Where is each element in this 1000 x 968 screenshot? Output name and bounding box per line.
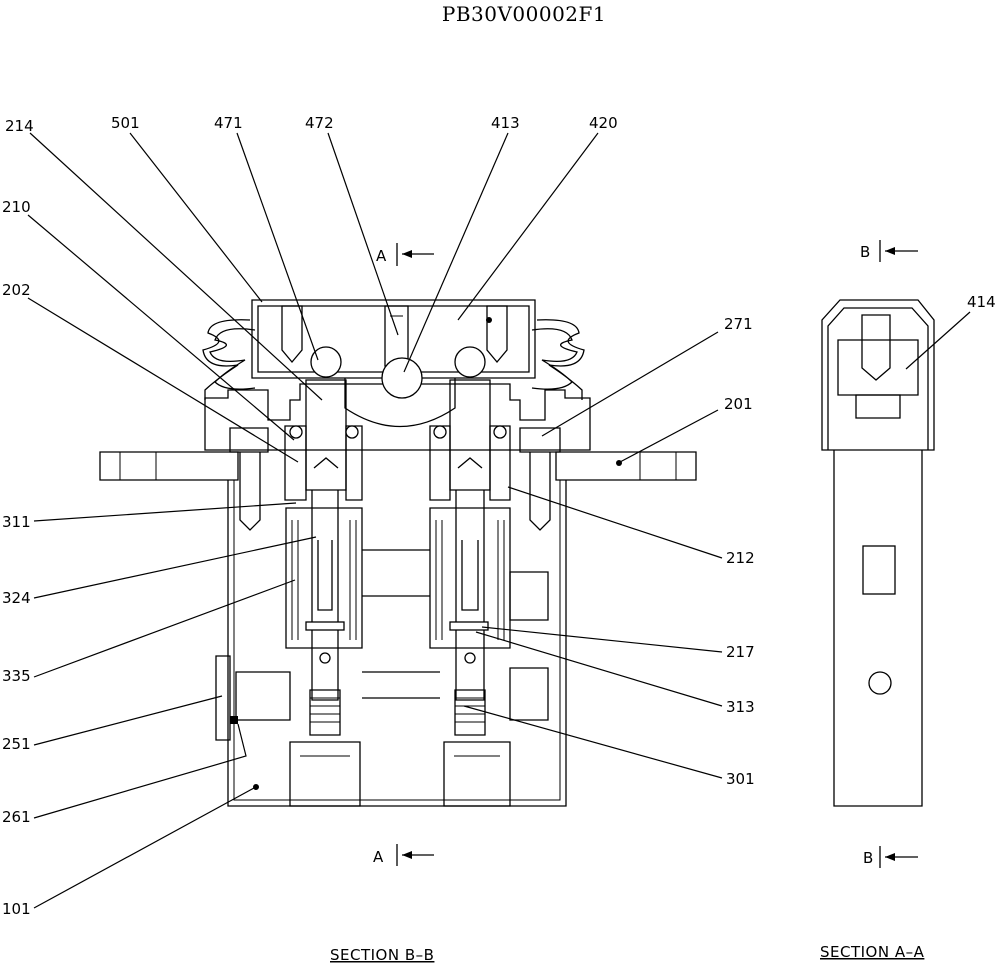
callout-324: 324 xyxy=(2,589,31,607)
callout-251: 251 xyxy=(2,735,31,753)
pusher-left xyxy=(305,379,347,491)
cut-marker-b-bottom: B xyxy=(863,846,918,868)
cover-housing xyxy=(204,383,591,451)
callout-201: 201 xyxy=(724,395,753,413)
ball-right xyxy=(454,346,486,378)
bottom-plug-left xyxy=(289,741,361,807)
callout-472: 472 xyxy=(305,114,334,132)
svg-text:A: A xyxy=(376,247,387,265)
plate-holder xyxy=(251,299,536,379)
section-aa-title: SECTION A–A xyxy=(820,943,925,961)
callout-414: 414 xyxy=(967,293,996,311)
callout-471: 471 xyxy=(214,114,243,132)
side-bolt-head-left xyxy=(229,427,269,453)
callout-501: 501 xyxy=(111,114,140,132)
flange-right xyxy=(555,451,697,481)
side-cover xyxy=(821,299,935,451)
center-ball xyxy=(381,357,423,399)
callout-313: 313 xyxy=(726,698,755,716)
side-body-outline xyxy=(833,480,923,807)
side-window xyxy=(862,545,896,595)
drawing-number: PB30V00002F1 xyxy=(442,2,606,26)
plug xyxy=(215,655,231,741)
spool-right xyxy=(455,490,485,701)
cut-marker-a-top: A xyxy=(376,243,434,266)
section-bb-view xyxy=(99,299,697,807)
cut-marker-a-bottom: A xyxy=(373,844,434,866)
callout-101: 101 xyxy=(2,900,31,918)
callout-301: 301 xyxy=(726,770,755,788)
callout-271: 271 xyxy=(724,315,753,333)
port-lower-right xyxy=(509,667,549,721)
flange-left xyxy=(99,451,239,481)
callout-labels: 214 501 471 472 413 420 210 202 271 201 … xyxy=(2,114,996,918)
pusher-right xyxy=(449,379,491,491)
cut-marker-b-top: B xyxy=(860,240,918,262)
callout-210: 210 xyxy=(2,198,31,216)
spool-left xyxy=(311,490,339,701)
side-bolt-head-right xyxy=(519,427,561,453)
callout-212: 212 xyxy=(726,549,755,567)
spring-chamber-right xyxy=(429,507,511,649)
callout-311: 311 xyxy=(2,513,31,531)
side-hole xyxy=(868,671,892,695)
section-aa-view xyxy=(821,299,935,807)
callout-413: 413 xyxy=(491,114,520,132)
svg-text:B: B xyxy=(863,849,873,867)
port-upper-right xyxy=(509,571,549,621)
svg-text:B: B xyxy=(860,243,870,261)
spring-chamber-left xyxy=(285,507,363,649)
callout-202: 202 xyxy=(2,281,31,299)
side-screw xyxy=(861,314,891,381)
ball-left xyxy=(310,346,342,378)
port-left xyxy=(235,671,291,721)
callout-217: 217 xyxy=(726,643,755,661)
callout-420: 420 xyxy=(589,114,618,132)
bottom-plug-right xyxy=(443,741,511,807)
valve-body-outline xyxy=(227,480,567,807)
callout-335: 335 xyxy=(2,667,31,685)
callout-214: 214 xyxy=(5,117,34,135)
center-pin xyxy=(384,305,409,367)
callout-261: 261 xyxy=(2,808,31,826)
svg-text:A: A xyxy=(373,848,384,866)
section-bb-title: SECTION B–B xyxy=(330,946,434,964)
leader-lines xyxy=(27,132,971,909)
plate-screw-right xyxy=(486,305,508,364)
plate-screw-left xyxy=(281,305,303,364)
